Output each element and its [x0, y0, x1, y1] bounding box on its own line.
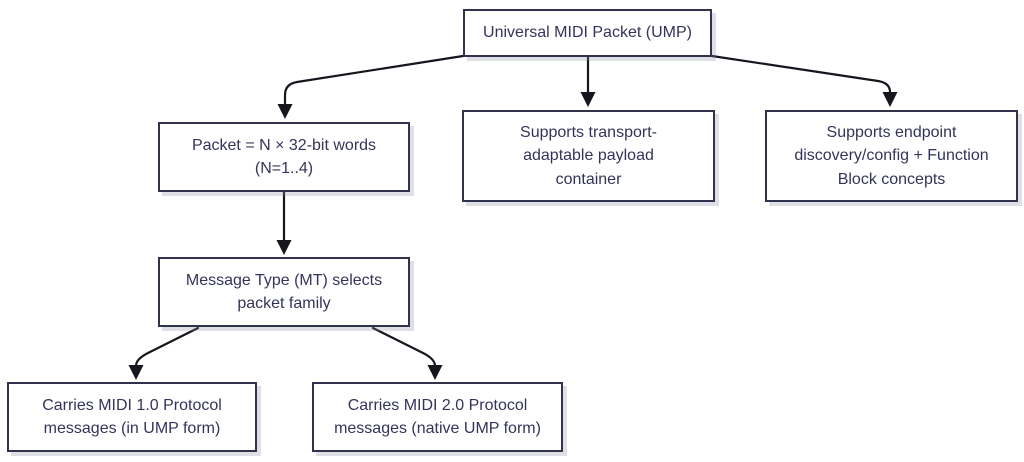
arrowhead — [882, 92, 898, 107]
edge-ump-endpoint — [710, 54, 892, 95]
arrowhead — [427, 365, 443, 380]
edge-message-type-midi1 — [134, 326, 200, 368]
arrowhead — [277, 104, 293, 119]
arrowhead — [128, 365, 144, 380]
arrowhead — [580, 92, 596, 107]
edge-message-type-midi2 — [371, 326, 437, 368]
arrowhead — [276, 240, 292, 255]
node-universal-midi-packet: Universal MIDI Packet (UMP) — [463, 9, 712, 57]
node-message-type-selects-family: Message Type (MT) selects packet family — [158, 257, 410, 327]
node-endpoint-discovery: Supports endpoint discovery/config + Fun… — [765, 110, 1018, 202]
node-transport-adaptable-payload: Supports transport- adaptable payload co… — [462, 110, 715, 202]
node-carries-midi-1-protocol: Carries MIDI 1.0 Protocol messages (in U… — [7, 382, 257, 452]
node-carries-midi-2-protocol: Carries MIDI 2.0 Protocol messages (nati… — [312, 382, 563, 452]
node-packet-32bit-words: Packet = N × 32-bit words (N=1..4) — [158, 122, 410, 192]
edge-ump-packet-words — [283, 54, 465, 107]
